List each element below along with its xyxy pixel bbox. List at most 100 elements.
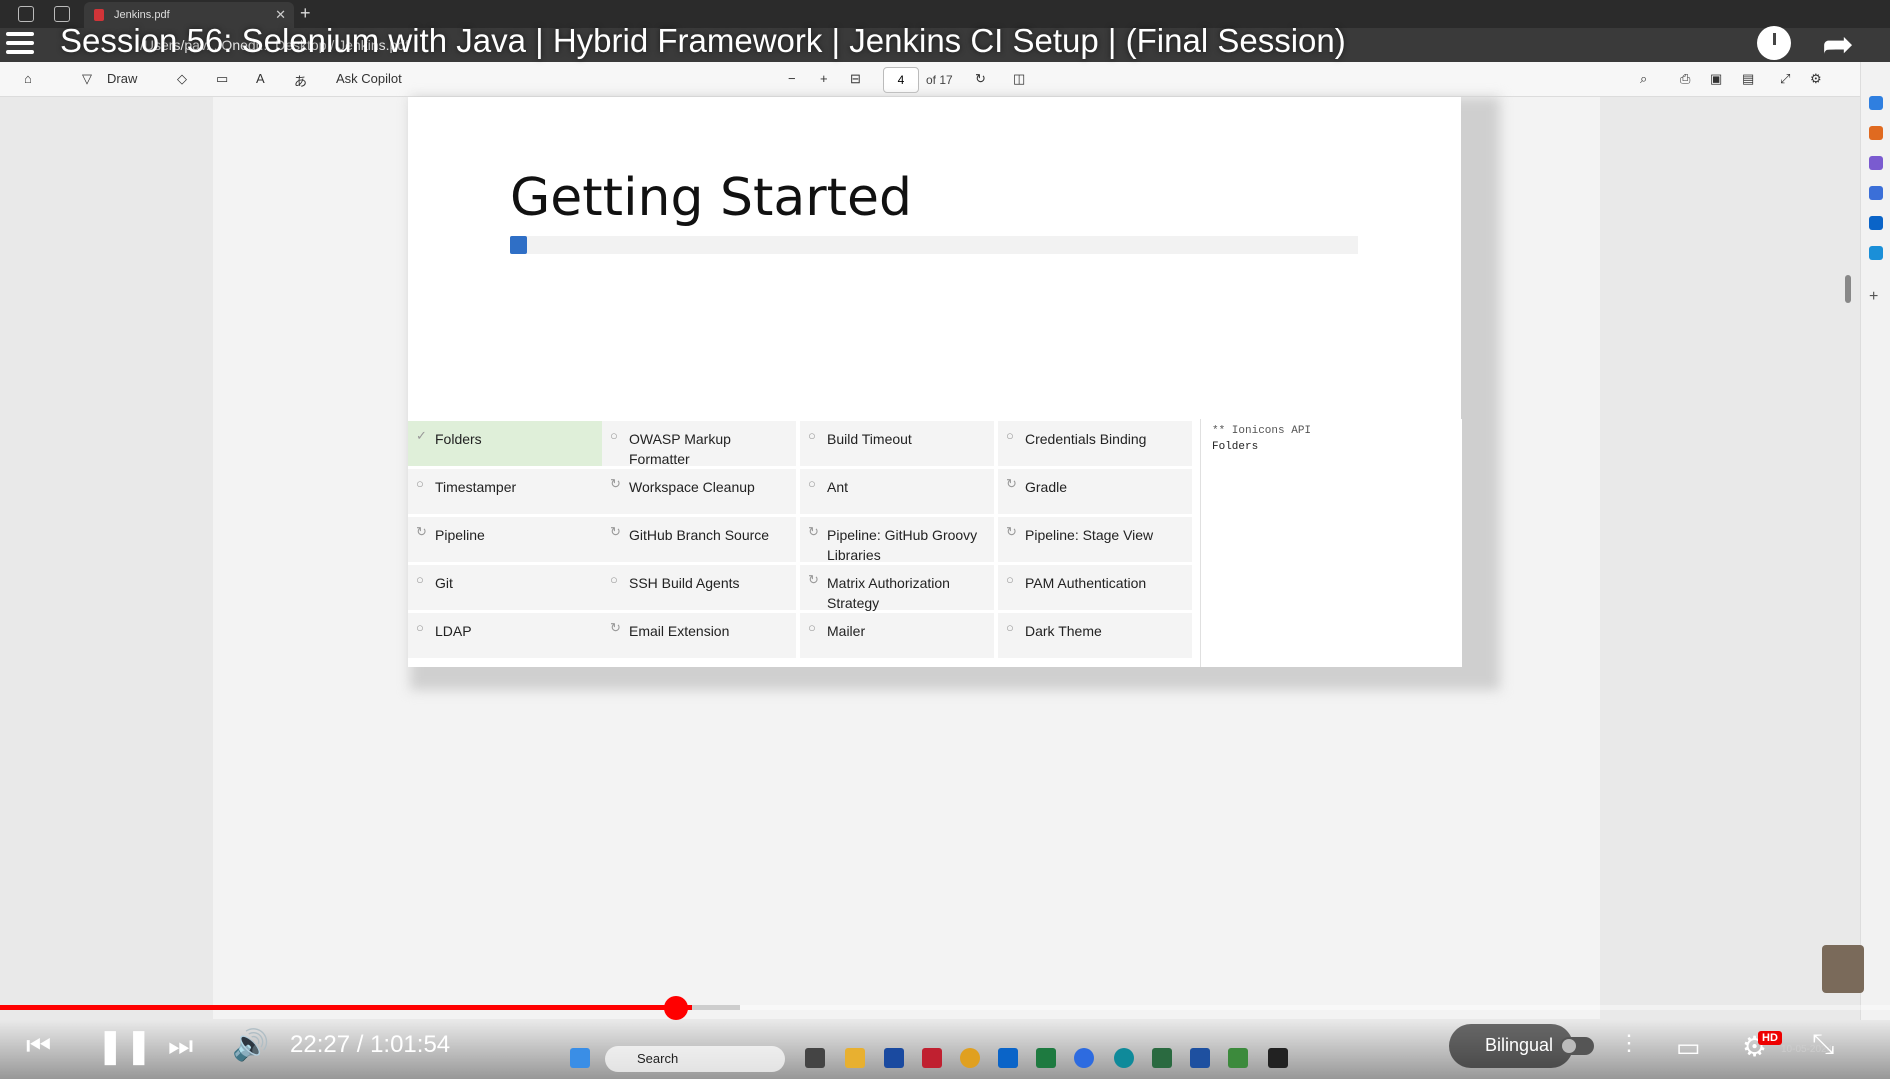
check-icon: ✓: [416, 428, 427, 443]
plugin-cell: ○Mailer: [800, 613, 996, 660]
text-box-icon[interactable]: ▭: [216, 71, 229, 86]
install-progress-fill: [510, 236, 527, 254]
plugin-cell: ↻ GitHub Branch Source: [602, 517, 798, 564]
pending-icon: ○: [808, 476, 816, 491]
windows-start-icon[interactable]: [570, 1048, 590, 1068]
pause-icon[interactable]: ❚❚: [96, 1027, 153, 1065]
install-log: ** Ionicons API Folders: [1200, 419, 1462, 667]
plugin-label: Build Timeout: [827, 431, 912, 447]
terminal-icon[interactable]: [1268, 1048, 1288, 1068]
ask-copilot-button[interactable]: Ask Copilot: [336, 71, 402, 86]
search-icon[interactable]: [1869, 72, 1883, 86]
watch-later-icon[interactable]: [1757, 26, 1791, 60]
excel-icon[interactable]: [1036, 1048, 1056, 1068]
mcafee-icon[interactable]: [922, 1048, 942, 1068]
pending-icon: ○: [1006, 428, 1014, 443]
zoom-icon[interactable]: [1074, 1048, 1094, 1068]
pending-icon: ○: [416, 572, 424, 587]
new-tab-icon[interactable]: +: [300, 3, 311, 23]
draw-button[interactable]: Draw: [107, 71, 138, 86]
fullscreen-icon[interactable]: ⤢: [1780, 71, 1791, 86]
plugin-cell: ↻Pipeline: GitHub Groovy Libraries: [800, 517, 996, 564]
bilingual-toggle[interactable]: [1560, 1037, 1594, 1055]
notepad-icon[interactable]: [1152, 1048, 1172, 1068]
print-icon[interactable]: ⎙: [1680, 71, 1691, 86]
close-tab-icon[interactable]: ✕: [275, 7, 286, 22]
plugin-cell: ○LDAP: [408, 613, 604, 660]
edge-sidebar: +: [1860, 62, 1890, 1020]
zoom-in-icon[interactable]: +: [820, 71, 828, 86]
menu-icon[interactable]: [6, 32, 34, 59]
page-number-input[interactable]: 4: [883, 67, 919, 93]
chrome-icon[interactable]: [960, 1048, 980, 1068]
send-icon[interactable]: [1869, 246, 1883, 260]
fit-page-icon[interactable]: ⊟: [850, 71, 861, 86]
browser-tab-bar: Jenkins.pdf ✕ +: [0, 0, 1890, 28]
video-controls: [0, 1020, 1890, 1079]
spinner-icon: ↻: [808, 572, 819, 587]
hd-badge: HD: [1758, 1031, 1782, 1045]
pending-icon: ○: [1006, 620, 1014, 635]
video-time: 22:27 / 1:01:54: [290, 1031, 451, 1058]
taskbar-search[interactable]: Search: [605, 1046, 785, 1072]
file-explorer-icon[interactable]: [845, 1048, 865, 1068]
pending-icon: ○: [808, 620, 816, 635]
pdf-icon: [94, 9, 104, 21]
plugin-label: LDAP: [435, 623, 472, 639]
eraser-icon[interactable]: ◇: [177, 71, 187, 86]
spinner-icon: ↻: [610, 476, 621, 491]
plugin-label: GitHub Branch Source: [629, 527, 770, 543]
pending-icon: ○: [1006, 572, 1014, 587]
people-icon[interactable]: [1869, 156, 1883, 170]
captions-icon[interactable]: ▭: [1676, 1032, 1701, 1062]
scrubber-handle[interactable]: [664, 996, 688, 1020]
zoom-out-icon[interactable]: −: [788, 71, 796, 86]
briefcase-icon[interactable]: [1869, 126, 1883, 140]
workspaces-icon[interactable]: [18, 6, 34, 22]
app-green-icon[interactable]: [1228, 1048, 1248, 1068]
edge-icon[interactable]: [1114, 1048, 1134, 1068]
taskbar-date: 10-05-2024: [1781, 1044, 1833, 1055]
log-line: Folders: [1212, 441, 1259, 453]
plugin-cell: ↻Workspace Cleanup: [602, 469, 798, 516]
spinner-icon: ↻: [808, 524, 819, 539]
video-title[interactable]: Session 56: Selenium with Java | Hybrid …: [60, 22, 1346, 59]
save-as-icon[interactable]: ▤: [1742, 71, 1755, 86]
address-bar: [0, 28, 1890, 62]
plugin-label: Credentials Binding: [1025, 431, 1147, 447]
spinner-icon: ↻: [610, 524, 621, 539]
next-icon[interactable]: ⏭: [168, 1030, 194, 1061]
bilingual-button[interactable]: Bilingual: [1449, 1024, 1573, 1068]
save-icon[interactable]: ▣: [1710, 71, 1723, 86]
address-text[interactable]: /Users/pav... Onedr... Desktop / Jenkins…: [140, 37, 409, 53]
translate-icon[interactable]: あ: [294, 74, 308, 89]
settings-icon[interactable]: ⚙: [1810, 71, 1822, 86]
outlook-taskbar-icon[interactable]: [998, 1048, 1018, 1068]
share-icon[interactable]: ➦: [1822, 24, 1854, 66]
scrollbar-thumb[interactable]: [1845, 275, 1851, 303]
word-icon[interactable]: [1190, 1048, 1210, 1068]
tag-icon[interactable]: [1869, 96, 1883, 110]
read-aloud-icon[interactable]: A: [256, 71, 265, 86]
plugin-cell: ○SSH Build Agents: [602, 565, 798, 612]
video-progress-bar[interactable]: [0, 1005, 1890, 1010]
tab-actions-icon[interactable]: [54, 6, 70, 22]
page-view-icon[interactable]: ◫: [1013, 71, 1026, 86]
add-icon[interactable]: +: [1869, 288, 1879, 305]
volume-icon[interactable]: 🔊: [232, 1029, 270, 1062]
tab-jenkins-pdf[interactable]: Jenkins.pdf ✕: [84, 2, 294, 28]
draw-icon[interactable]: ▽: [82, 71, 92, 86]
rotate-icon[interactable]: ↻: [975, 71, 986, 86]
task-view-icon[interactable]: [805, 1048, 825, 1068]
highlight-icon[interactable]: ⌂: [24, 71, 32, 86]
more-options-icon[interactable]: ⋮: [1618, 1030, 1640, 1055]
log-line: ** Ionicons API: [1212, 425, 1312, 437]
taskbar-search-label: Search: [637, 1051, 679, 1066]
spinner-icon: ↻: [610, 620, 621, 635]
outlook-icon[interactable]: [1869, 216, 1883, 230]
find-icon[interactable]: ⌕: [1640, 71, 1648, 86]
previous-icon[interactable]: ⏮: [26, 1030, 52, 1061]
copilot-icon[interactable]: [1869, 186, 1883, 200]
exit-fullscreen-icon[interactable]: ⤡: [1812, 1028, 1835, 1059]
app-l-icon[interactable]: [884, 1048, 904, 1068]
